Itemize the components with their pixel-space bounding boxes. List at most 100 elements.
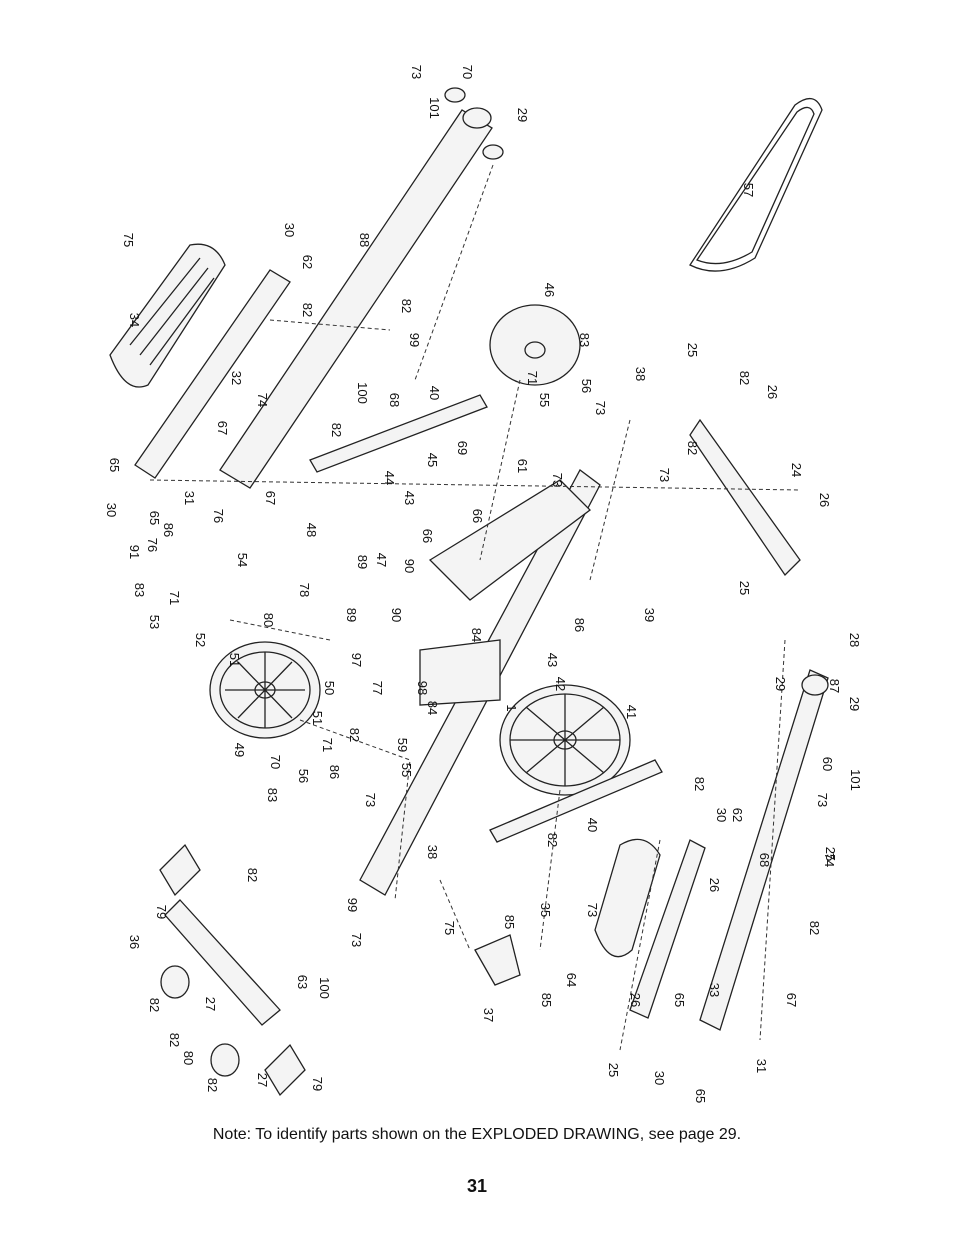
part-callout-100: 100	[317, 977, 332, 999]
part-callout-82: 82	[205, 1078, 220, 1092]
part-callout-82: 82	[347, 728, 362, 742]
part-callout-61: 61	[515, 459, 530, 473]
part-callout-67: 67	[215, 421, 230, 435]
part-callout-89: 89	[344, 608, 359, 622]
part-callout-87: 87	[827, 679, 842, 693]
part-callout-64: 64	[564, 973, 579, 987]
part-callout-25: 25	[606, 1063, 621, 1077]
part-callout-55: 55	[399, 763, 414, 777]
part-callout-35: 35	[538, 903, 553, 917]
part-callout-65: 65	[147, 511, 162, 525]
part-callout-76: 76	[211, 509, 226, 523]
part-callout-77: 77	[370, 681, 385, 695]
part-callout-85: 85	[502, 915, 517, 929]
part-callout-83: 83	[577, 333, 592, 347]
part-callout-82: 82	[167, 1033, 182, 1047]
part-callout-30: 30	[104, 503, 119, 517]
part-callout-99: 99	[407, 333, 422, 347]
part-callout-26: 26	[765, 385, 780, 399]
part-callout-90: 90	[402, 559, 417, 573]
right-pedal	[594, 838, 706, 1019]
part-callout-33: 33	[707, 983, 722, 997]
part-callout-52: 52	[193, 633, 208, 647]
part-callout-34: 34	[127, 313, 142, 327]
part-callout-65: 65	[693, 1089, 708, 1103]
part-callout-56: 56	[579, 379, 594, 393]
part-callout-75: 75	[442, 921, 457, 935]
part-callout-85: 85	[539, 993, 554, 1007]
part-callout-73: 73	[550, 473, 565, 487]
part-callout-68: 68	[757, 853, 772, 867]
part-callout-32: 32	[229, 371, 244, 385]
right-lower-arm	[699, 669, 829, 1031]
part-callout-71: 71	[525, 371, 540, 385]
part-callout-27: 27	[203, 997, 218, 1011]
part-callout-83: 83	[132, 583, 147, 597]
lower-axle-40	[309, 394, 663, 843]
part-callout-83: 83	[265, 788, 280, 802]
part-callout-73: 73	[363, 793, 378, 807]
part-callout-56: 56	[296, 769, 311, 783]
part-callout-82: 82	[545, 833, 560, 847]
part-callout-54: 54	[235, 553, 250, 567]
part-callout-43: 43	[402, 491, 417, 505]
part-callout-53: 53	[147, 615, 162, 629]
part-callout-74: 74	[822, 853, 837, 867]
part-callout-84: 84	[425, 701, 440, 715]
part-callout-26: 26	[628, 993, 643, 1007]
part-callout-69: 69	[455, 441, 470, 455]
part-callout-101: 101	[848, 769, 863, 791]
part-callout-39: 39	[642, 608, 657, 622]
part-callout-65: 65	[107, 458, 122, 472]
part-callout-80: 80	[261, 613, 276, 627]
part-callout-73: 73	[815, 793, 830, 807]
part-callout-25: 25	[685, 343, 700, 357]
page-number: 31	[466, 1176, 488, 1196]
part-callout-30: 30	[652, 1071, 667, 1085]
part-callout-1: 1	[504, 704, 519, 711]
part-callout-41: 41	[624, 705, 639, 719]
part-callout-78: 78	[297, 583, 312, 597]
part-callout-73: 73	[409, 65, 424, 79]
part-callout-66: 66	[420, 529, 435, 543]
part-callout-26: 26	[707, 878, 722, 892]
part-callout-74: 74	[255, 393, 270, 407]
part-callout-51: 51	[227, 653, 242, 667]
part-callout-71: 71	[320, 738, 335, 752]
part-callout-88: 88	[357, 233, 372, 247]
part-callout-24: 24	[789, 463, 804, 477]
part-callout-25: 25	[737, 581, 752, 595]
part-callout-80: 80	[181, 1051, 196, 1065]
part-callout-86: 86	[161, 523, 176, 537]
part-callout-75: 75	[121, 233, 136, 247]
part-callout-43: 43	[545, 653, 560, 667]
part-callout-66: 66	[470, 509, 485, 523]
part-callout-48: 48	[304, 523, 319, 537]
part-callout-73: 73	[593, 401, 608, 415]
part-callout-29: 29	[515, 108, 530, 122]
part-callout-46: 46	[542, 283, 557, 297]
part-callout-28: 28	[847, 633, 862, 647]
part-callout-86: 86	[572, 618, 587, 632]
main-frame	[359, 469, 601, 896]
bracket-36	[474, 934, 521, 986]
part-callout-76: 76	[145, 538, 160, 552]
part-callout-27: 27	[255, 1073, 270, 1087]
part-callout-82: 82	[245, 868, 260, 882]
part-callout-57: 57	[741, 183, 756, 197]
part-callout-30: 30	[714, 808, 729, 822]
part-callout-82: 82	[685, 441, 700, 455]
part-callout-99: 99	[345, 898, 360, 912]
drive-belt	[689, 98, 823, 272]
part-callout-90: 90	[389, 608, 404, 622]
part-callout-40: 40	[585, 818, 600, 832]
part-callout-25: 25	[823, 847, 838, 861]
part-callout-82: 82	[147, 998, 162, 1012]
part-callout-100: 100	[355, 382, 370, 404]
part-callout-84: 84	[469, 628, 484, 642]
part-callout-70: 70	[460, 65, 475, 79]
flywheel-46	[489, 304, 581, 386]
part-callout-71: 71	[167, 591, 182, 605]
part-callout-73: 73	[585, 903, 600, 917]
